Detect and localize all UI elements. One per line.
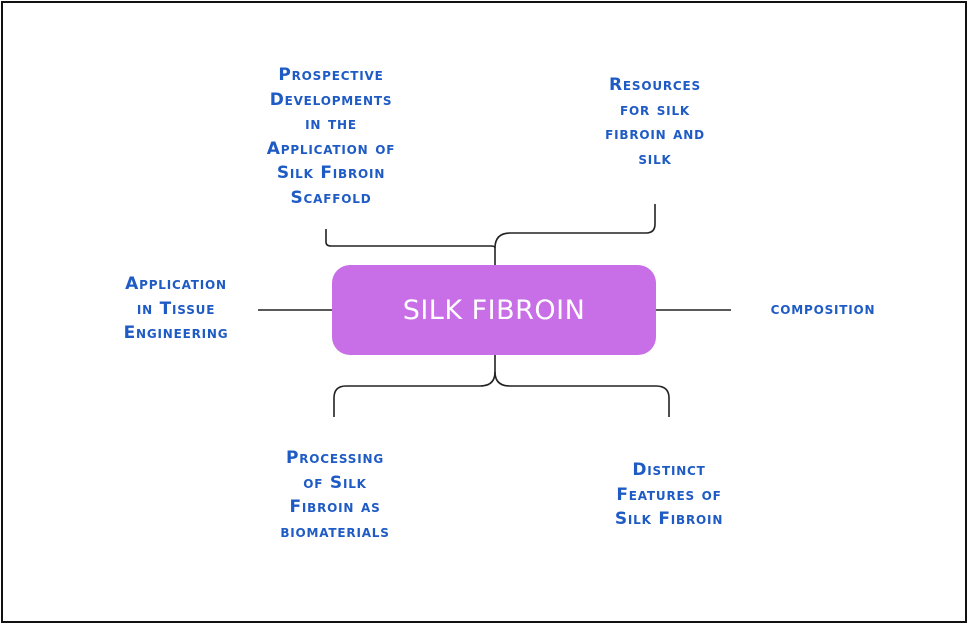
node-prospective-developments: Prospective Developments in the Applicat… xyxy=(238,63,424,210)
node-line: Engineering xyxy=(123,323,229,343)
node-application-tissue-engineering: Application in Tissue Engineering xyxy=(96,272,256,346)
connector-bottom-right xyxy=(494,371,670,417)
node-line: Application xyxy=(125,274,227,294)
connector-top xyxy=(325,229,496,265)
node-line: Distinct xyxy=(632,460,706,480)
node-line: Fibroin as xyxy=(289,497,381,517)
node-line: Silk Fibroin xyxy=(614,509,724,529)
central-topic-label: SILK FIBROIN xyxy=(402,294,586,326)
node-line: Developments xyxy=(269,89,393,110)
node-processing: Processing of Silk Fibroin as biomateria… xyxy=(252,446,418,544)
central-topic: SILK FIBROIN xyxy=(332,265,656,355)
node-line: Features of xyxy=(616,484,722,505)
node-line: Prospective xyxy=(278,65,384,85)
node-line: in the xyxy=(305,114,357,134)
connector-top-right xyxy=(494,204,656,249)
node-line: fibroin and xyxy=(605,124,705,144)
node-distinct-features: Distinct Features of Silk Fibroin xyxy=(594,458,744,532)
connector-bottom-left xyxy=(333,355,496,417)
node-line: Processing xyxy=(285,448,384,468)
node-line: Silk Fibroin xyxy=(276,163,386,183)
node-resources: Resources for silk fibroin and silk xyxy=(574,73,736,171)
node-line: in Tissue xyxy=(136,298,216,319)
node-line: Application of xyxy=(266,138,396,159)
node-line: silk xyxy=(638,148,672,169)
node-line: biomaterials xyxy=(280,521,390,542)
node-line: Scaffold xyxy=(290,187,372,208)
node-line: Resources xyxy=(609,75,701,95)
node-line: for silk xyxy=(619,99,690,120)
node-line: composition xyxy=(770,299,876,319)
node-line: of Silk xyxy=(303,472,367,493)
node-composition: composition xyxy=(748,297,898,322)
